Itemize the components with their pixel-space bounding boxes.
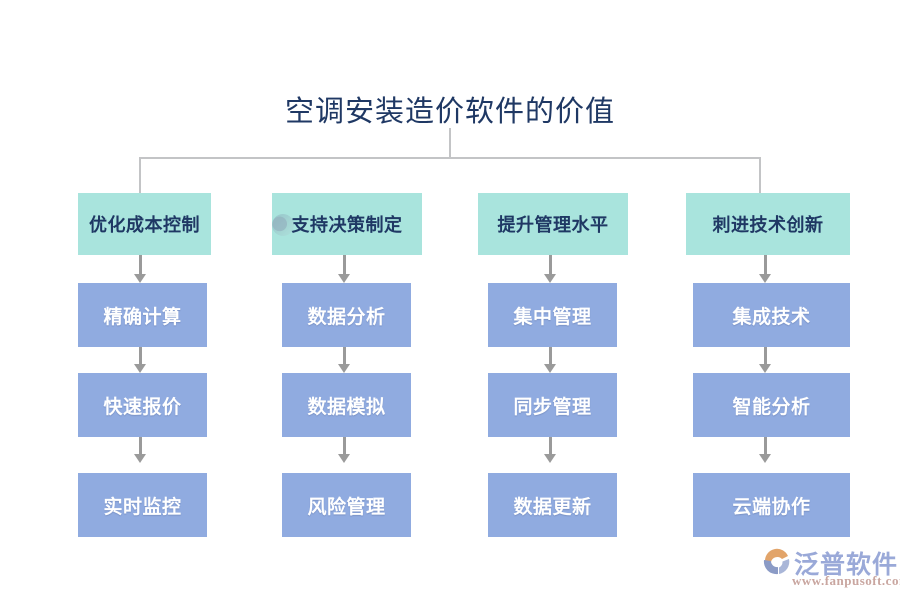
node-1-1[interactable]: 精确计算 bbox=[78, 283, 207, 347]
arrow-node2-to-node3-col4 bbox=[759, 437, 771, 463]
node-3-1[interactable]: 集中管理 bbox=[488, 283, 617, 347]
column-header-4[interactable]: 刺进技术创新 bbox=[686, 193, 850, 255]
arrow-head-to-node1-col2 bbox=[338, 255, 350, 283]
arrow-head-to-node1-col1 bbox=[134, 255, 146, 283]
node-4-1[interactable]: 集成技术 bbox=[693, 283, 850, 347]
connector-horizontal-bar bbox=[139, 157, 761, 159]
column-header-3[interactable]: 提升管理水平 bbox=[478, 193, 628, 255]
logo-company-name: 泛普软件 bbox=[794, 551, 899, 579]
node-3-3[interactable]: 数据更新 bbox=[488, 473, 617, 537]
arrow-node1-to-node2-col3 bbox=[544, 347, 556, 373]
node-3-2[interactable]: 同步管理 bbox=[488, 373, 617, 437]
arrow-node2-to-node3-col2 bbox=[338, 437, 350, 463]
fanpu-logo: 泛普软件 www.fanpusoft.com bbox=[762, 545, 900, 591]
arrow-head-to-node1-col3 bbox=[544, 255, 556, 283]
column-header-1[interactable]: 优化成本控制 bbox=[78, 193, 211, 255]
connector-drop-col4 bbox=[759, 157, 761, 193]
arrow-node1-to-node2-col2 bbox=[338, 347, 350, 373]
arrow-node2-to-node3-col1 bbox=[134, 437, 146, 463]
arrow-head-to-node1-col4 bbox=[759, 255, 771, 283]
connector-drop-col1 bbox=[139, 157, 141, 193]
fanpu-swoosh-icon bbox=[763, 548, 790, 575]
page-title: 空调安装造价软件的价值 bbox=[284, 96, 615, 128]
connector-stem-vertical bbox=[449, 128, 451, 158]
arrow-node1-to-node2-col1 bbox=[134, 347, 146, 373]
node-2-1[interactable]: 数据分析 bbox=[282, 283, 411, 347]
node-1-3[interactable]: 实时监控 bbox=[78, 473, 207, 537]
node-1-2[interactable]: 快速报价 bbox=[78, 373, 207, 437]
arrow-node2-to-node3-col3 bbox=[544, 437, 556, 463]
column-header-2[interactable]: 支持决策制定 bbox=[272, 193, 422, 255]
arrow-node1-to-node2-col4 bbox=[759, 347, 771, 373]
node-4-2[interactable]: 智能分析 bbox=[693, 373, 850, 437]
logo-website-url: www.fanpusoft.com bbox=[792, 573, 900, 588]
bracket-connector bbox=[0, 128, 900, 198]
watermark-artifact-icon bbox=[272, 214, 294, 236]
node-4-3[interactable]: 云端协作 bbox=[693, 473, 850, 537]
node-2-2[interactable]: 数据模拟 bbox=[282, 373, 411, 437]
node-2-3[interactable]: 风险管理 bbox=[282, 473, 411, 537]
